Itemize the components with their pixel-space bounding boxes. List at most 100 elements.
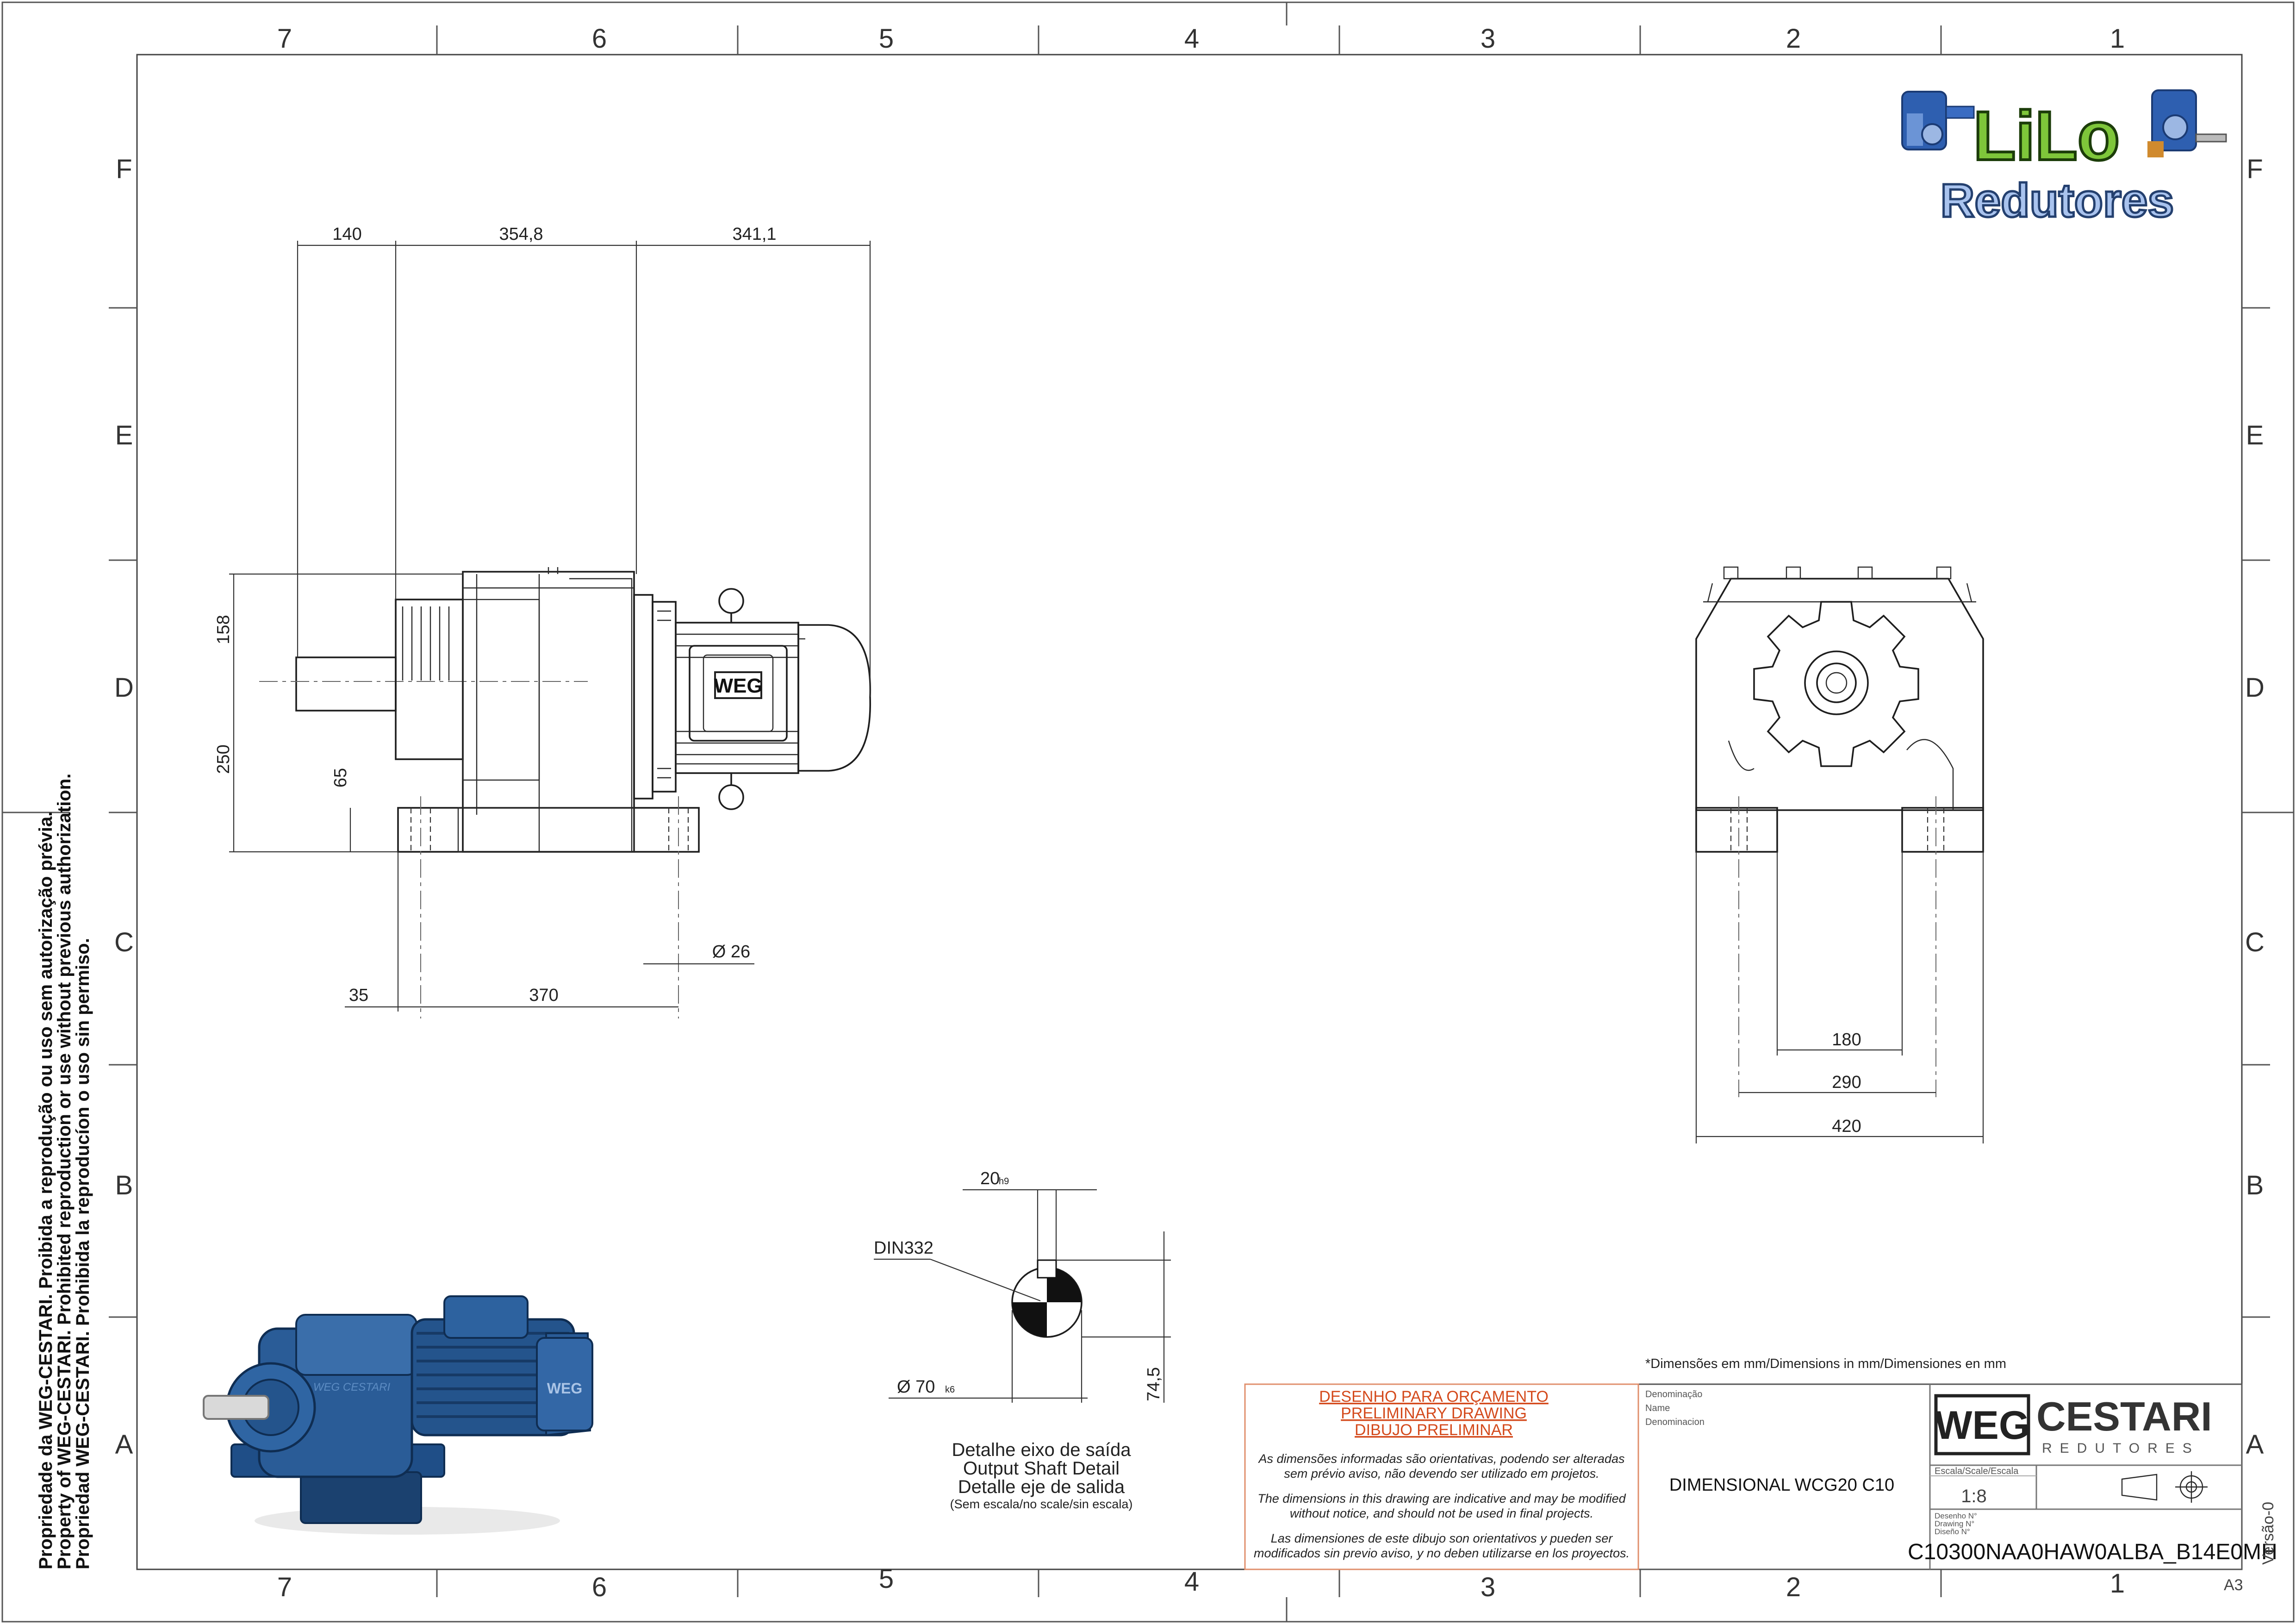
drawing-number: C10300NAA0HAW0ALBA_B14E0MH <box>1908 1540 2277 1564</box>
dim-420: 420 <box>1832 1117 1861 1136</box>
redutores-wordmark: Redutores <box>1941 174 2174 227</box>
notice-line-pt: Propriedade da WEG-CESTARI. Proibida a r… <box>36 812 56 1569</box>
dim-140: 140 <box>332 225 361 244</box>
product-weg-badge: WEG <box>547 1380 582 1397</box>
note-en-2: without notice, and should not be used i… <box>1290 1506 1593 1520</box>
product-image: WEG CESTARI WEG <box>203 1295 593 1535</box>
din-label: DIN332 <box>874 1238 933 1258</box>
drawing-no-label-en: Drawing N° <box>1935 1519 1974 1528</box>
key-tolerance: h9 <box>999 1176 1009 1187</box>
grid-row-label: E <box>115 420 133 450</box>
shaft-detail: 20 h9 DIN332 Ø 70 k6 74,5 Detalhe eixo d… <box>874 1169 1171 1511</box>
note-es-1: Las dimensiones de este dibujo son orien… <box>1271 1531 1613 1545</box>
grid-row-label: F <box>116 154 132 184</box>
property-notice: Propriedade da WEG-CESTARI. Proibida a r… <box>36 774 93 1569</box>
shaft-tolerance: k6 <box>945 1385 955 1395</box>
grid-col-label: 2 <box>1786 1572 1801 1602</box>
sheet-size: A3 <box>2224 1576 2243 1594</box>
grid-labels-bottom: 7 6 5 4 3 2 1 <box>277 1564 2125 1602</box>
dim-341-1: 341,1 <box>732 225 776 244</box>
dim-35: 35 <box>349 986 368 1005</box>
note-en-1: The dimensions in this drawing are indic… <box>1257 1492 1626 1505</box>
side-view-dimensions: 140 354,8 341,1 158 250 65 35 370 Ø 26 <box>214 225 871 1012</box>
scale-label: Escala/Scale/Escala <box>1935 1466 2019 1476</box>
version-label: Versão-0 <box>2259 1502 2277 1565</box>
shaft-height: 74,5 <box>1144 1367 1164 1401</box>
preliminary-title-pt: DESENHO PARA ORÇAMENTO <box>1319 1388 1549 1405</box>
shaft-detail-title-en: Output Shaft Detail <box>963 1458 1120 1479</box>
dim-354-8: 354,8 <box>499 225 543 244</box>
grid-col-label: 4 <box>1184 24 1199 54</box>
grid-col-label: 7 <box>277 24 292 54</box>
side-view: WEG <box>259 567 871 1018</box>
dim-290: 290 <box>1832 1073 1861 1092</box>
notice-line-es: Propriedad WEG-CESTARI. Prohibida la rep… <box>73 938 93 1569</box>
key-width: 20 <box>980 1169 1000 1188</box>
grid-row-label: F <box>2246 154 2263 184</box>
dim-370: 370 <box>529 986 558 1005</box>
name-label-es: Denominacion <box>1645 1417 1705 1427</box>
grid-col-label: 6 <box>592 1572 607 1602</box>
grid-col-label: 1 <box>2110 1568 2125 1599</box>
grid-row-label: A <box>115 1430 133 1460</box>
shaft-detail-scale-note: (Sem escala/no scale/sin escala) <box>950 1497 1133 1511</box>
grid-col-label: 3 <box>1481 24 1495 54</box>
lilo-wordmark: LiLo <box>1973 97 2120 175</box>
grid-col-label: 7 <box>277 1572 292 1602</box>
drawing-no-label-es: Diseño N° <box>1935 1527 1970 1536</box>
grid-row-label: B <box>115 1170 133 1200</box>
grid-col-label: 2 <box>1786 24 1801 54</box>
title-block: DESENHO PARA ORÇAMENTO PRELIMINARY DRAWI… <box>1244 1383 2277 1570</box>
note-pt-1: As dimensões informadas são orientativas… <box>1258 1452 1625 1466</box>
weg-wordmark: WEG <box>1935 1403 2029 1448</box>
grid-row-label: C <box>2245 927 2265 957</box>
gearbox-left-icon <box>1901 91 1975 150</box>
shaft-diameter: Ø 70 <box>897 1377 935 1397</box>
note-pt-2: sem prévio aviso, não devendo ser utiliz… <box>1284 1467 1599 1480</box>
drawing-name: DIMENSIONAL WCG20 C10 <box>1669 1475 1894 1495</box>
motor-badge: WEG <box>714 675 762 697</box>
name-label-pt: Denominação <box>1645 1389 1702 1399</box>
grid-row-label: E <box>2246 420 2264 450</box>
grid-labels-right: F E D C B A <box>2245 154 2265 1460</box>
product-model-label: WEG CESTARI <box>313 1381 391 1393</box>
weg-cestari-logo: WEG CESTARI REDUTORES <box>1934 1393 2212 1456</box>
preliminary-title-es: DIBUJO PRELIMINAR <box>1355 1421 1513 1439</box>
dim-250: 250 <box>214 744 233 774</box>
grid-row-label: B <box>2246 1170 2264 1200</box>
name-label-en: Name <box>1645 1403 1670 1413</box>
dim-180: 180 <box>1832 1030 1861 1049</box>
grid-col-label: 5 <box>879 24 894 54</box>
notice-line-en: Property of WEG-CESTARI. Prohibited repr… <box>54 774 75 1569</box>
gearbox-right-icon <box>2147 89 2227 157</box>
grid-row-label: C <box>114 927 134 957</box>
shaft-detail-title-es: Detalle eje de salida <box>958 1477 1125 1497</box>
grid-row-label: A <box>2246 1430 2264 1460</box>
projection-symbol-icon <box>2121 1471 2208 1503</box>
grid-col-label: 6 <box>592 24 607 54</box>
grid-col-label: 3 <box>1481 1572 1495 1602</box>
grid-row-label: D <box>114 673 134 703</box>
drawing-no-label-pt: Desenho N° <box>1935 1512 1977 1520</box>
cestari-subtitle: REDUTORES <box>2042 1441 2200 1456</box>
dim-hole-26: Ø 26 <box>712 942 750 962</box>
grid-col-label: 1 <box>2110 24 2125 54</box>
dim-65: 65 <box>331 768 350 787</box>
end-view <box>1695 566 1984 1143</box>
note-es-2: modificados sin previo aviso, y no deben… <box>1254 1546 1630 1560</box>
shaft-detail-title-pt: Detalhe eixo de saída <box>952 1440 1132 1460</box>
cestari-wordmark: CESTARI <box>2036 1393 2212 1439</box>
grid-row-label: D <box>2245 673 2265 703</box>
grid-labels-top: 7 6 5 4 3 2 1 <box>277 24 2125 54</box>
scale-value: 1:8 <box>1961 1486 1987 1506</box>
end-view-dimensions: 180 290 420 <box>1696 1030 1983 1137</box>
lilo-logo: LiLo Redutores <box>1901 89 2227 228</box>
grid-labels-left: F E D C B A <box>114 154 134 1460</box>
grid-col-label: 4 <box>1184 1567 1199 1597</box>
grid-col-label: 5 <box>879 1564 894 1594</box>
dim-158: 158 <box>214 615 233 644</box>
units-note: *Dimensões em mm/Dimensions in mm/Dimens… <box>1645 1356 2006 1371</box>
